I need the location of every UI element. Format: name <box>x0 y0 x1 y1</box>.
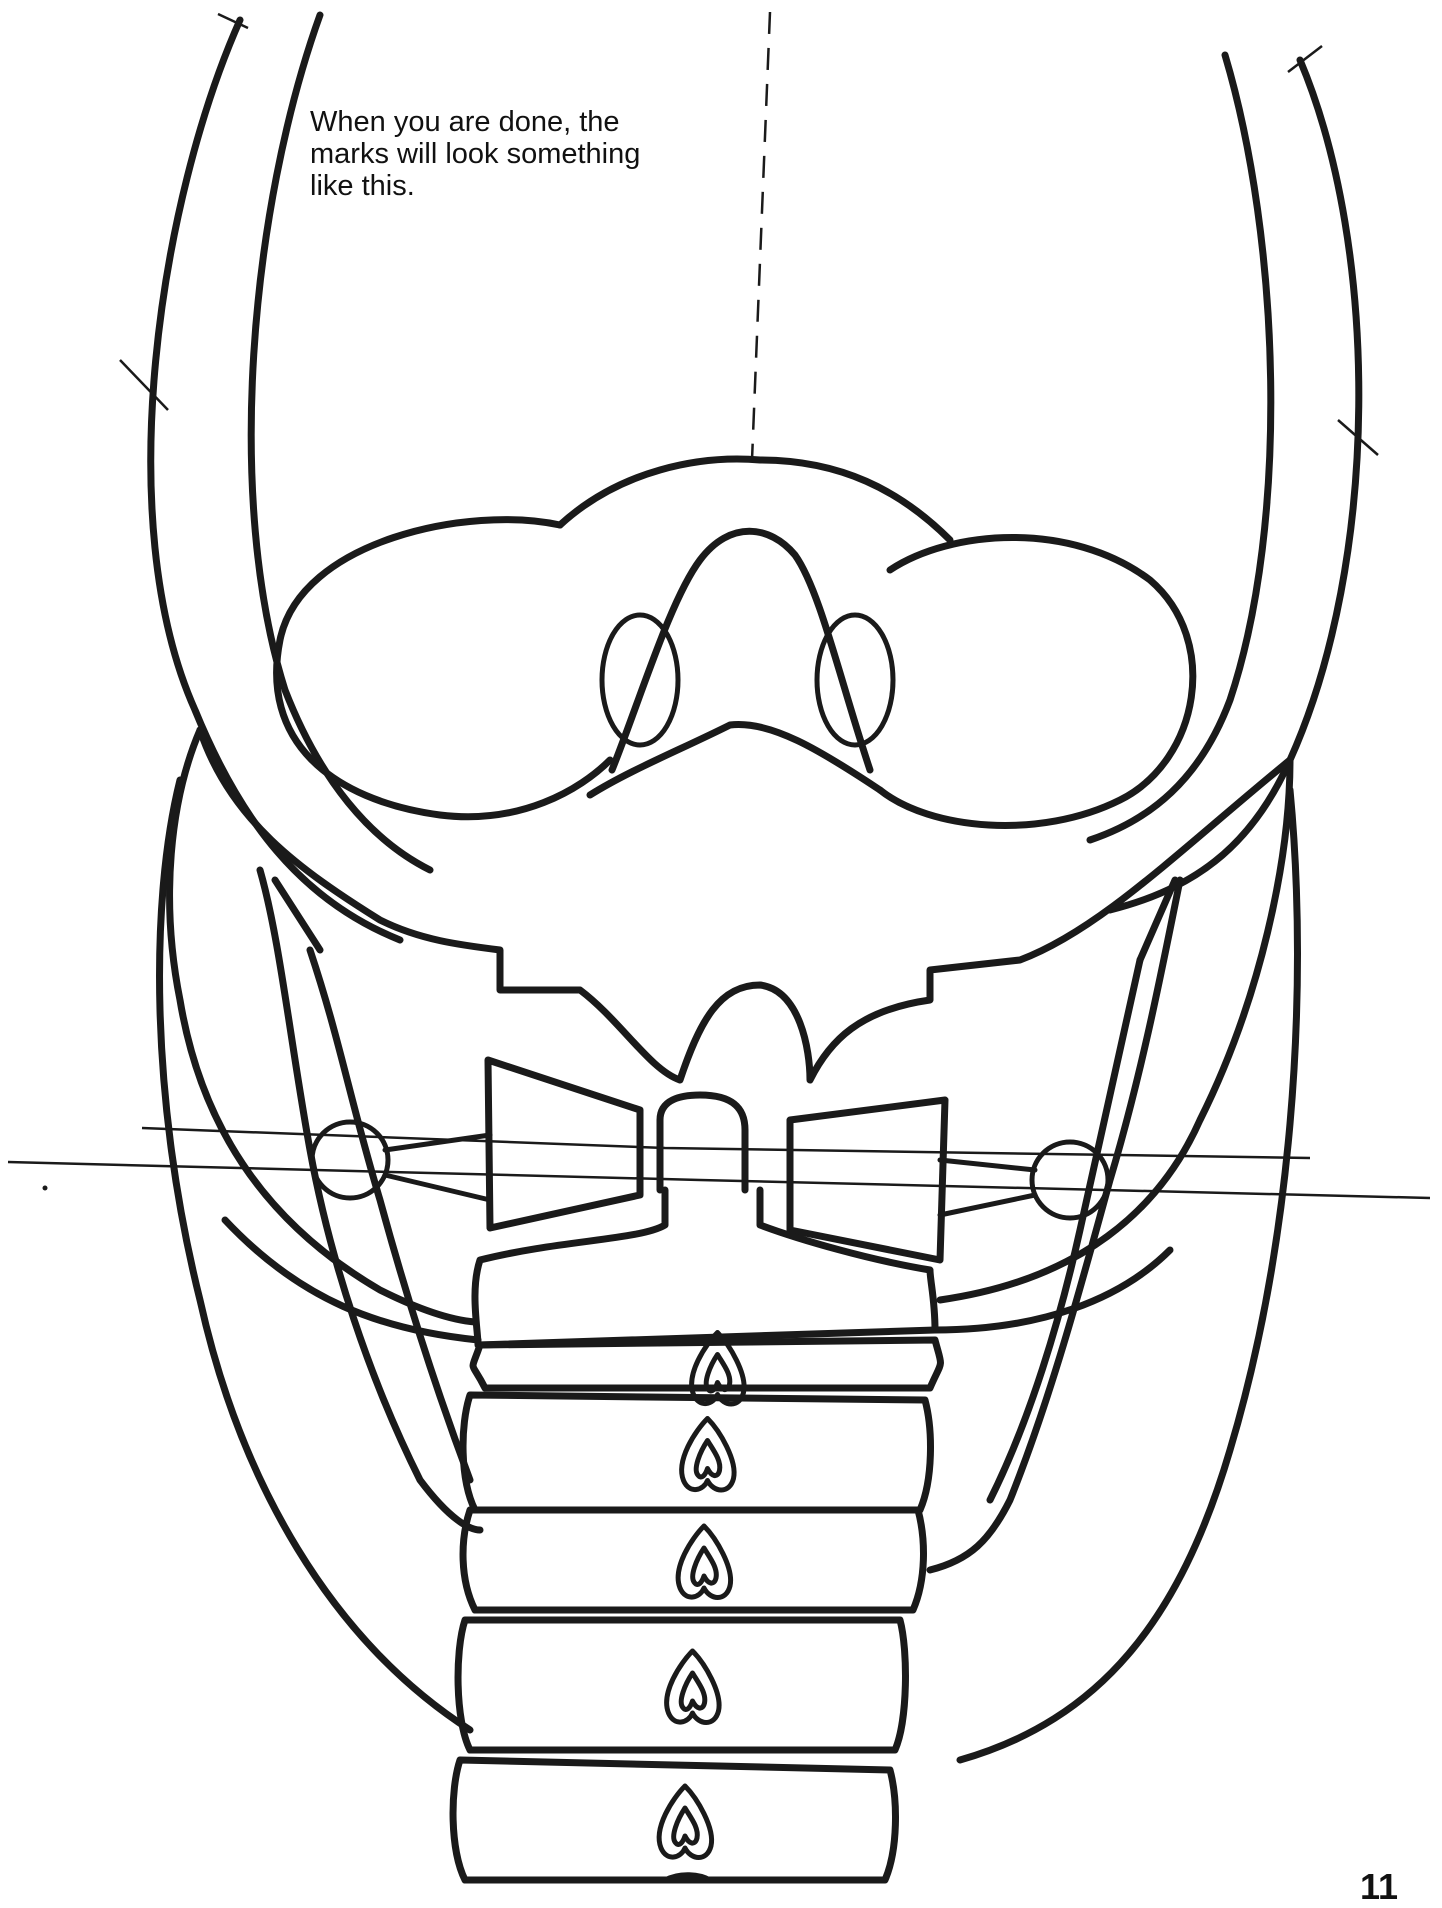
ring-heart-mark <box>678 1526 730 1598</box>
inferior-horn-left <box>260 870 480 1530</box>
ring-heart-mark <box>682 1419 734 1491</box>
stray-dot <box>43 1186 48 1191</box>
reference-line-lower <box>8 1162 1430 1198</box>
tick-mark <box>120 360 168 410</box>
inferior-horn-right <box>930 880 1180 1570</box>
epiglottis-top <box>560 459 950 540</box>
tick-mark <box>218 14 248 28</box>
outer-contour-left <box>160 780 470 1730</box>
trachea-ring <box>463 1395 930 1510</box>
muscular-process-left <box>312 1122 388 1198</box>
hyoid-horn-left-outer <box>151 20 400 940</box>
trachea-ring <box>453 1760 895 1880</box>
midline-dashed-mark <box>752 12 770 460</box>
trachea-rings <box>453 1333 940 1881</box>
central-notch <box>660 1095 745 1190</box>
hyoid-horn-right-inner <box>1090 55 1271 840</box>
hyoid-horn-left-inner <box>251 15 430 870</box>
ring-heart-mark <box>667 1651 719 1723</box>
outer-contour-right <box>960 790 1298 1760</box>
arytenoid-right <box>880 538 1193 826</box>
trachea-ring <box>458 1620 905 1750</box>
vocal-wedge-right <box>790 1100 945 1260</box>
corniculate-left <box>602 615 678 745</box>
arytenoid-left <box>277 520 610 817</box>
ring-heart-mark <box>659 1786 711 1858</box>
thyroid-lamina-left <box>170 730 475 1322</box>
cricoid-arch-left <box>310 950 470 1480</box>
cricothyroid-band-right <box>935 1250 1170 1330</box>
process-link-left <box>385 1135 490 1200</box>
page-number: 11 <box>1360 1866 1398 1908</box>
